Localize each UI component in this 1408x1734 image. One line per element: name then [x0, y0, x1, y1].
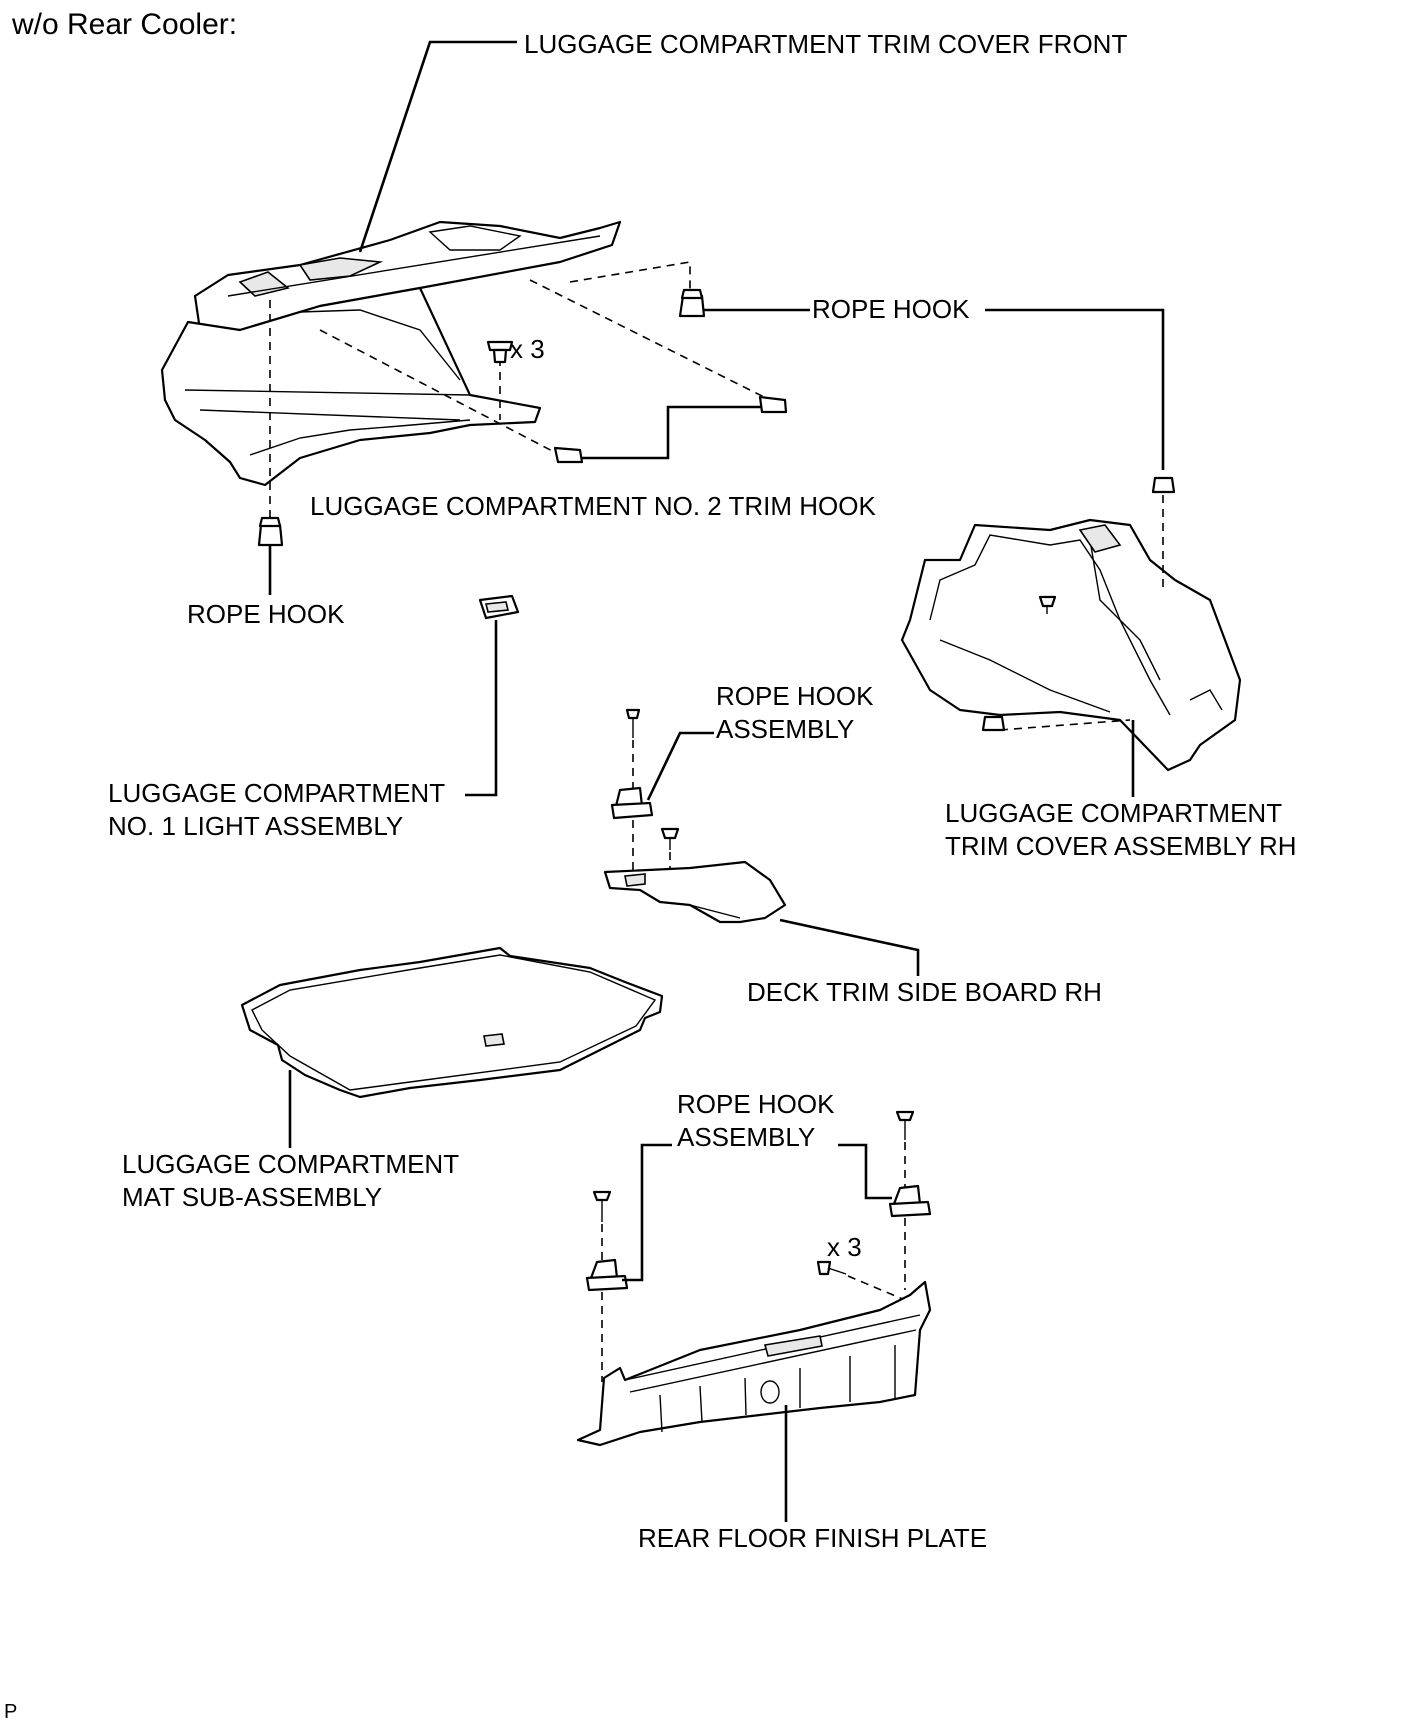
label-rope-hook-asm-mid-line1: ROPE HOOK [714, 680, 876, 713]
label-rear-floor-finish-plate: REAR FLOOR FINISH PLATE [636, 1522, 990, 1555]
dash-line [569, 261, 691, 302]
rope-hook-left-icon [257, 516, 284, 547]
leader-rope-hook-asm-mid [646, 731, 715, 801]
qty-clip-front: x 3 [510, 334, 545, 364]
label-mat-line1: LUGGAGE COMPARTMENT [120, 1148, 462, 1181]
label-deck-trim-side-board: DECK TRIM SIDE BOARD RH [745, 976, 1104, 1009]
bolt-icon [592, 1190, 612, 1222]
dash-line [529, 279, 771, 401]
trim-hook-left-icon [553, 446, 584, 464]
label-rope-hook-asm-mid-line2: ASSEMBLY [714, 713, 857, 746]
screw-rh-icon [1038, 595, 1057, 614]
dash-line [319, 329, 561, 456]
leader-rope-hook-asm-low [622, 1143, 672, 1282]
no1-light-icon [478, 594, 520, 620]
rope-hook-upper-icon [678, 288, 706, 318]
label-no2-trim-hook: LUGGAGE COMPARTMENT NO. 2 TRIM HOOK [308, 490, 878, 523]
rope-hook-rh-icon [1151, 476, 1176, 494]
screw-plate-icon [816, 1260, 847, 1276]
label-trim-cover-rh-line1: LUGGAGE COMPARTMENT [943, 797, 1285, 830]
leader-rope-hook-right [985, 308, 1165, 470]
leader-no1-light [465, 620, 498, 797]
label-no1-light-line2: NO. 1 LIGHT ASSEMBLY [106, 810, 406, 843]
qty-screw-plate: x 3 [827, 1232, 862, 1262]
label-trim-cover-front: LUGGAGE COMPARTMENT TRIM COVER FRONT [522, 28, 1130, 61]
trim-cover-front-illustration [160, 220, 622, 487]
leader-no2-trim-hook [582, 405, 762, 460]
screw-board-icon [660, 827, 680, 850]
leader-trim-cover-front [358, 40, 517, 253]
clip-icon [486, 340, 514, 364]
footer-mark: P [2, 1700, 20, 1724]
label-trim-cover-rh-line2: TRIM COVER ASSEMBLY RH [943, 830, 1299, 863]
label-rope-hook-asm-low-line1: ROPE HOOK [675, 1088, 837, 1121]
bolt-icon [895, 1110, 915, 1140]
deck-trim-side-board-illustration [603, 860, 787, 924]
label-rope-hook-upper: ROPE HOOK [810, 293, 972, 326]
clip-rh-icon [981, 715, 1006, 732]
dash-line [847, 1275, 906, 1301]
label-rope-hook-asm-low-line2: ASSEMBLY [675, 1121, 818, 1154]
rear-floor-finish-plate-illustration [576, 1280, 932, 1447]
rope-hook-assembly-right-icon [888, 1184, 932, 1218]
page-header: w/o Rear Cooler: [12, 8, 238, 41]
dash-line [999, 719, 1131, 731]
leader-deck-trim-side-board [779, 918, 920, 985]
bolt-icon [625, 708, 641, 738]
leader-rope-hook-asm-low-right [838, 1143, 892, 1200]
mat-sub-assembly-illustration [240, 946, 664, 1099]
trim-hook-right-icon [758, 395, 788, 414]
label-mat-line2: MAT SUB-ASSEMBLY [120, 1181, 385, 1214]
rope-hook-assembly-left-icon [585, 1258, 629, 1292]
rope-hook-assembly-mid-icon [610, 786, 654, 820]
label-rope-hook-left: ROPE HOOK [185, 598, 347, 631]
label-no1-light-line1: LUGGAGE COMPARTMENT [106, 777, 448, 810]
trim-cover-rh-illustration [900, 518, 1242, 772]
